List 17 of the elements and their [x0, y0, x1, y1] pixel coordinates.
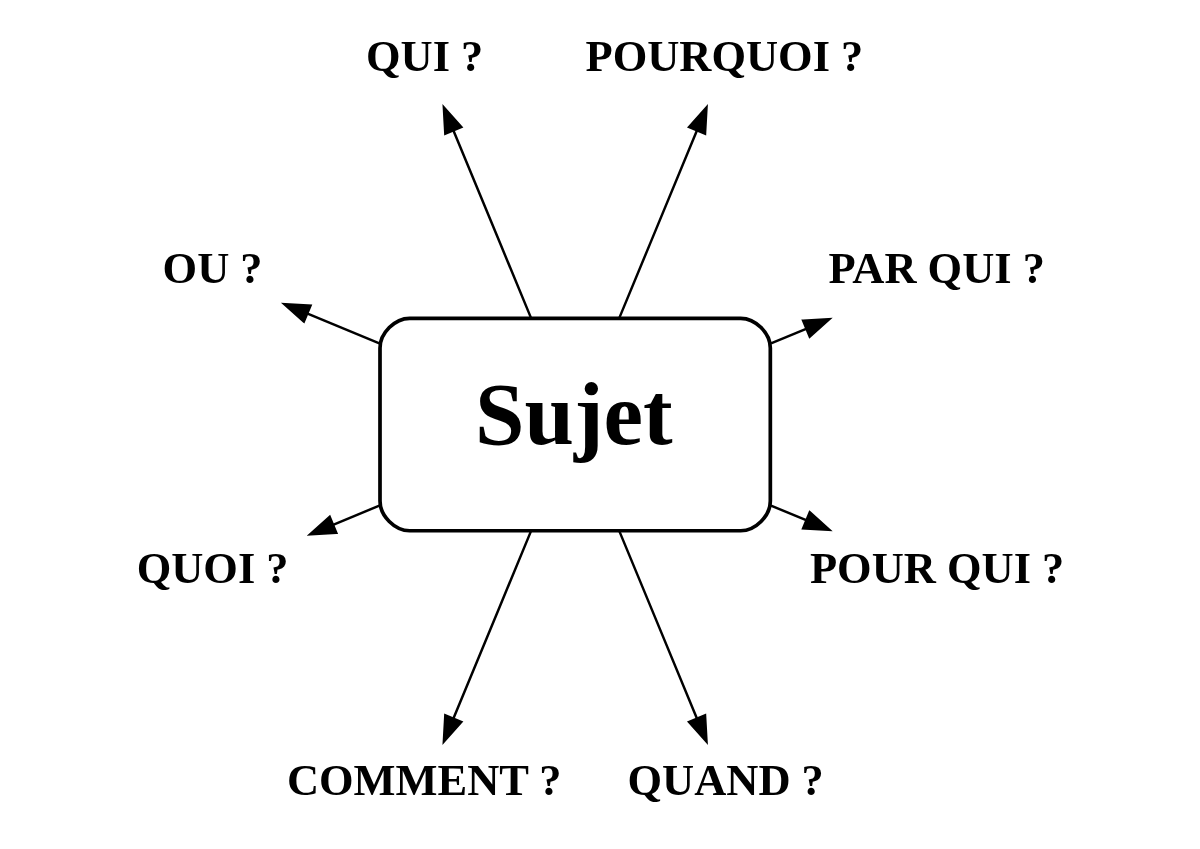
arrow: [441, 530, 532, 745]
arrow: [617, 530, 708, 745]
arrow: [441, 104, 532, 319]
node-text: OU ?: [162, 242, 263, 293]
node-text: COMMENT ?: [286, 754, 561, 805]
node-text: QUOI ?: [136, 542, 289, 593]
arrow: [280, 302, 380, 345]
node-text: QUI ?: [365, 30, 483, 81]
node-text: QUAND ?: [627, 754, 824, 805]
node-text: PAR QUI ?: [827, 242, 1045, 293]
arrow: [770, 317, 833, 345]
arrow: [617, 104, 708, 319]
node-box: Sujet: [377, 316, 772, 533]
arrow: [306, 504, 380, 536]
node-text: POURQUOI ?: [585, 30, 863, 81]
node-text: POUR QUI ?: [809, 542, 1064, 593]
arrow: [770, 504, 833, 532]
